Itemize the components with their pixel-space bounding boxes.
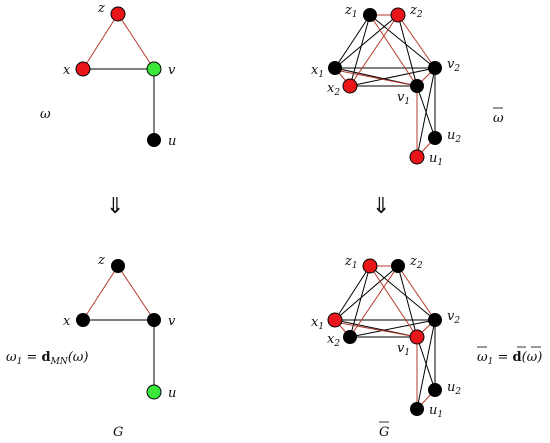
label-u2: u2 (447, 128, 461, 145)
edge-z2-v2 (397, 265, 436, 321)
label-v1: v1 (397, 341, 410, 358)
caption-G: G (113, 425, 123, 440)
label-u1: u1 (429, 151, 443, 168)
label-u2: u2 (447, 380, 461, 397)
edge-z2-x2 (349, 265, 399, 338)
arrow-down-left: ⇓ (106, 194, 124, 219)
node-z (110, 6, 126, 22)
caption-G-bar: G (379, 425, 389, 440)
label-v: v (168, 63, 176, 78)
node-v2 (428, 61, 442, 75)
label-z2: z2 (409, 3, 423, 20)
label-z1: z1 (344, 254, 358, 271)
node-z2 (390, 7, 406, 23)
edge-z1-v1 (369, 14, 418, 87)
node-x2 (342, 78, 358, 94)
edge-z1-v2 (369, 265, 436, 321)
label-x1: x1 (311, 63, 324, 80)
node-v1 (410, 79, 424, 93)
edge-z-x (82, 265, 119, 321)
edge-x1-v2-r (334, 69, 418, 87)
node-v (147, 313, 161, 327)
edge-x2-v2 (349, 319, 436, 338)
node-x1 (328, 61, 342, 75)
arrow-down-right: ⇓ (372, 194, 390, 219)
graph-omega-bar: z1 z2 x1 x2 v1 v2 u1 u2 ω (311, 3, 504, 168)
node-x (76, 313, 90, 327)
edge-z2-x1 (334, 14, 399, 69)
edge-x1-v2-r (334, 321, 418, 338)
node-z (111, 259, 125, 273)
label-u: u (168, 386, 176, 401)
node-v1 (409, 329, 425, 345)
edge-x2-v2 (349, 67, 436, 87)
label-x2: x2 (327, 332, 340, 349)
formula-omega1-bar: ω1 = d(ω) (477, 350, 542, 367)
edge-z-v (117, 265, 155, 321)
edge-z1-x1 (334, 14, 371, 69)
label-v1: v1 (397, 90, 410, 107)
label-z: z (97, 1, 105, 16)
node-u1 (410, 402, 424, 416)
label-z1: z1 (344, 3, 358, 20)
node-z2 (391, 259, 405, 273)
edge-z1-x1 (334, 265, 371, 321)
caption-omega: ω (40, 107, 51, 122)
edge-z-x (82, 13, 119, 70)
node-u2 (428, 131, 442, 145)
edge-z2-v2 (397, 14, 436, 69)
node-v2 (428, 313, 442, 327)
edge-z2-x1 (334, 265, 399, 321)
node-u (146, 384, 162, 400)
node-x (75, 61, 91, 77)
node-x2 (343, 330, 357, 344)
label-v2: v2 (447, 57, 460, 74)
graph-G-bar: z1 z2 x1 x2 v1 v2 u1 u2 ω1 = d(ω) G (311, 254, 542, 440)
caption-omega-bar: ω (493, 111, 504, 126)
graph-G: z x v u ω1 = dMN(ω) G (6, 253, 176, 440)
label-u: u (168, 134, 176, 149)
edge-z2-x2 (349, 14, 399, 87)
edge-z1-v1 (369, 265, 418, 338)
node-u2 (428, 383, 442, 397)
label-z: z (97, 253, 105, 268)
edge-z-v (117, 13, 155, 70)
node-x1 (327, 312, 343, 328)
edge-v2-u1 (416, 67, 436, 158)
label-z2: z2 (409, 254, 423, 271)
label-u1: u1 (429, 403, 443, 420)
graph-omega: z x v u ω (40, 1, 176, 149)
edge-z1-v2 (369, 14, 436, 69)
label-x: x (63, 63, 71, 78)
formula-omega1: ω1 = dMN(ω) (6, 350, 88, 367)
label-v2: v2 (447, 309, 460, 326)
edge-z1-x2 (349, 14, 371, 87)
node-z1 (363, 8, 377, 22)
label-x1: x1 (311, 315, 324, 332)
label-x: x (63, 314, 71, 329)
label-x2: x2 (327, 81, 340, 98)
node-v (146, 61, 162, 77)
edge-v2-u1 (416, 319, 436, 410)
node-u1 (409, 149, 425, 165)
node-u (147, 133, 161, 147)
node-z1 (362, 258, 378, 274)
edge-z2-v1 (397, 265, 418, 338)
label-v: v (168, 314, 176, 329)
edge-z2-v1 (397, 14, 418, 87)
